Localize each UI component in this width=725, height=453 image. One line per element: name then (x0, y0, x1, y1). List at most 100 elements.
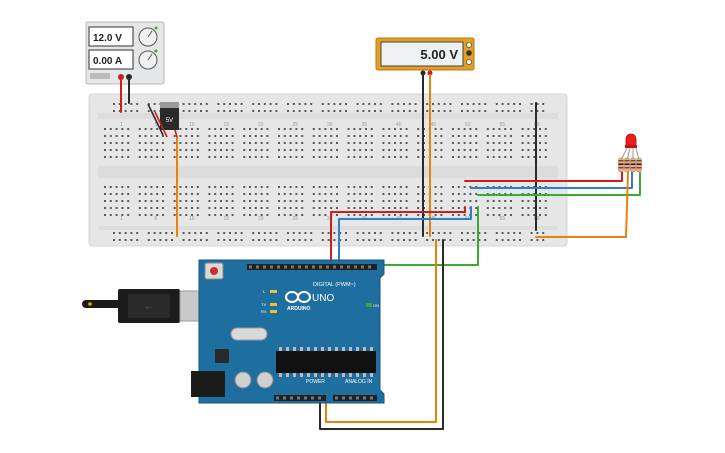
breadboard-hole[interactable] (365, 149, 367, 151)
breadboard-hole[interactable] (196, 214, 199, 216)
breadboard-hole[interactable] (318, 142, 321, 144)
breadboard-hole[interactable] (162, 156, 164, 158)
breadboard-hole[interactable] (304, 232, 307, 234)
breadboard-hole[interactable] (229, 239, 231, 241)
breadboard-hole[interactable] (472, 239, 475, 241)
breadboard-hole[interactable] (359, 142, 362, 144)
breadboard-hole[interactable] (295, 193, 298, 195)
breadboard-hole[interactable] (127, 214, 130, 216)
breadboard-hole[interactable] (379, 103, 382, 105)
breadboard-hole[interactable] (109, 135, 112, 137)
breadboard-hole[interactable] (179, 142, 182, 144)
breadboard-hole[interactable] (434, 156, 437, 158)
breadboard-hole[interactable] (544, 142, 547, 144)
breadboard-hole[interactable] (225, 186, 228, 188)
breadboard-hole[interactable] (138, 200, 141, 202)
breadboard-hole[interactable] (394, 193, 396, 195)
breadboard-hole[interactable] (521, 142, 524, 144)
breadboard-hole[interactable] (220, 214, 222, 216)
breadboard-hole[interactable] (200, 110, 202, 112)
breadboard-hole[interactable] (469, 193, 472, 195)
breadboard-hole[interactable] (214, 149, 217, 151)
breadboard-hole[interactable] (144, 186, 147, 188)
breadboard-hole[interactable] (382, 186, 385, 188)
breadboard-hole[interactable] (191, 128, 193, 130)
breadboard-hole[interactable] (492, 214, 495, 216)
breadboard-hole[interactable] (298, 110, 301, 112)
breadboard-hole[interactable] (214, 193, 217, 195)
breadboard-hole[interactable] (507, 232, 510, 234)
breadboard-hole[interactable] (321, 110, 324, 112)
breadboard-hole[interactable] (243, 193, 246, 195)
breadboard-hole[interactable] (519, 110, 521, 112)
breadboard-hole[interactable] (220, 135, 222, 137)
breadboard-hole[interactable] (321, 232, 324, 234)
breadboard-hole[interactable] (260, 200, 263, 202)
breadboard-hole[interactable] (214, 200, 217, 202)
breadboard-hole[interactable] (229, 110, 231, 112)
breadboard-hole[interactable] (426, 232, 429, 234)
breadboard-hole[interactable] (472, 110, 475, 112)
breadboard-hole[interactable] (521, 156, 524, 158)
breadboard-hole[interactable] (318, 193, 321, 195)
resistor[interactable] (630, 157, 636, 173)
breadboard-hole[interactable] (449, 110, 452, 112)
arduino-uno[interactable]: DIGITAL (PWM~) UNO ARDUINO ON L TX RX PO… (191, 259, 385, 404)
breadboard-hole[interactable] (469, 156, 472, 158)
breadboard-hole[interactable] (370, 142, 373, 144)
breadboard-hole[interactable] (283, 142, 286, 144)
breadboard-hole[interactable] (519, 239, 521, 241)
breadboard-hole[interactable] (353, 207, 356, 209)
breadboard-hole[interactable] (345, 232, 347, 234)
breadboard-hole[interactable] (205, 103, 208, 105)
breadboard-hole[interactable] (191, 156, 193, 158)
breadboard-hole[interactable] (214, 135, 217, 137)
breadboard-hole[interactable] (200, 239, 202, 241)
breadboard-hole[interactable] (136, 110, 139, 112)
breadboard-hole[interactable] (136, 239, 139, 241)
breadboard-hole[interactable] (283, 200, 286, 202)
breadboard-hole[interactable] (463, 135, 466, 137)
breadboard-hole[interactable] (118, 232, 121, 234)
breadboard-hole[interactable] (330, 156, 333, 158)
wire-pin-green[interactable] (348, 206, 479, 266)
breadboard-hole[interactable] (457, 193, 460, 195)
breadboard-hole[interactable] (527, 128, 530, 130)
breadboard-hole[interactable] (196, 135, 199, 137)
breadboard-hole[interactable] (484, 110, 487, 112)
breadboard-hole[interactable] (504, 207, 507, 209)
breadboard-hole[interactable] (321, 239, 324, 241)
breadboard-hole[interactable] (115, 142, 118, 144)
breadboard-hole[interactable] (397, 232, 400, 234)
breadboard-hole[interactable] (214, 156, 217, 158)
breadboard-hole[interactable] (484, 103, 487, 105)
breadboard-hole[interactable] (220, 200, 222, 202)
breadboard-hole[interactable] (417, 142, 420, 144)
breadboard-hole[interactable] (426, 110, 429, 112)
breadboard-hole[interactable] (370, 214, 373, 216)
wire-led-blue[interactable] (470, 171, 633, 189)
breadboard-hole[interactable] (188, 239, 191, 241)
breadboard-hole[interactable] (304, 110, 307, 112)
breadboard-hole[interactable] (283, 149, 286, 151)
breadboard-hole[interactable] (214, 186, 217, 188)
breadboard-hole[interactable] (353, 156, 356, 158)
breadboard-hole[interactable] (301, 186, 304, 188)
breadboard-hole[interactable] (434, 193, 437, 195)
breadboard-hole[interactable] (249, 149, 251, 151)
breadboard-hole[interactable] (457, 186, 460, 188)
breadboard-hole[interactable] (475, 149, 478, 151)
breadboard-hole[interactable] (408, 110, 411, 112)
breadboard-hole[interactable] (324, 135, 327, 137)
breadboard-hole[interactable] (519, 103, 521, 105)
breadboard-hole[interactable] (443, 110, 446, 112)
breadboard-hole[interactable] (252, 110, 255, 112)
breadboard-hole[interactable] (208, 214, 211, 216)
breadboard-hole[interactable] (318, 135, 321, 137)
breadboard-hole[interactable] (223, 103, 226, 105)
breadboard-hole[interactable] (312, 200, 315, 202)
breadboard-hole[interactable] (220, 156, 222, 158)
breadboard-hole[interactable] (318, 200, 321, 202)
breadboard-hole[interactable] (104, 200, 106, 202)
breadboard-hole[interactable] (295, 214, 298, 216)
